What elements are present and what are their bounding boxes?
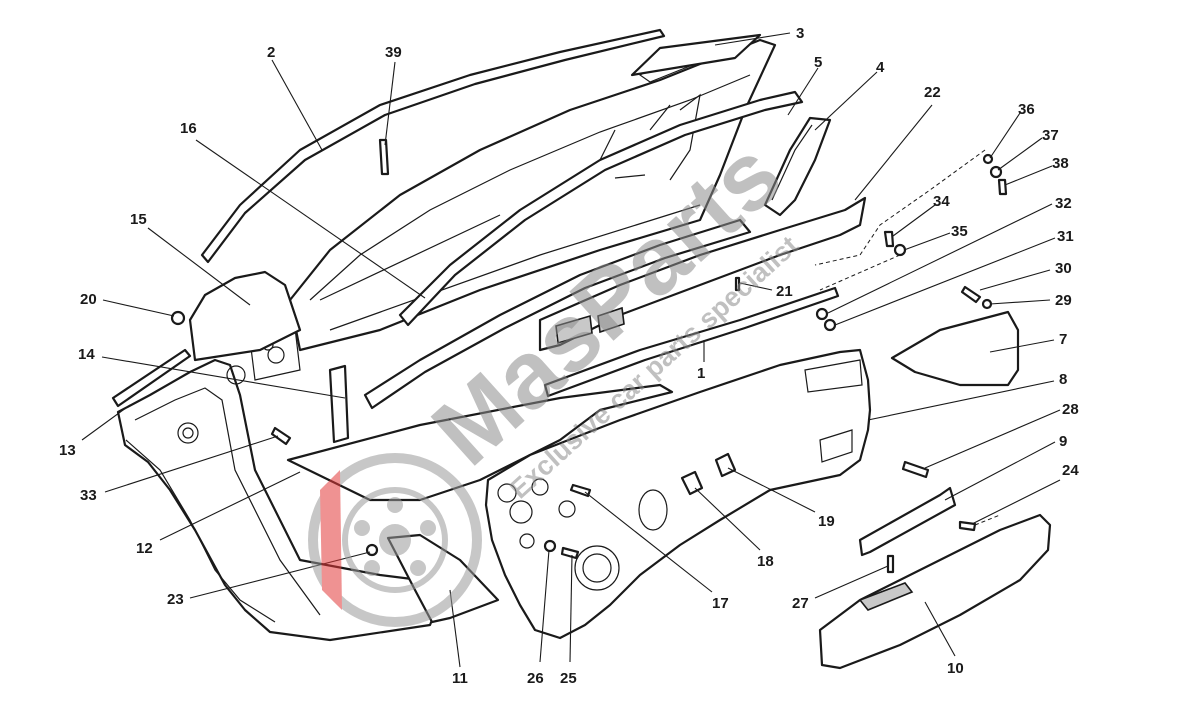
label-31: 31 [1057, 228, 1074, 245]
label-27: 27 [792, 595, 809, 612]
label-14: 14 [78, 346, 95, 363]
part-8-door-panel [484, 348, 872, 640]
part-9-bracket [858, 486, 957, 557]
label-15: 15 [130, 211, 147, 228]
part-2-upper-seal [200, 28, 666, 264]
label-32: 32 [1055, 195, 1072, 212]
label-7: 7 [1059, 331, 1067, 348]
label-29: 29 [1055, 292, 1072, 309]
part-13-sill-strip [111, 348, 192, 408]
label-22: 22 [924, 84, 941, 101]
label-37: 37 [1042, 127, 1059, 144]
leader-lines [81, 32, 1061, 668]
fasteners [170, 138, 1008, 574]
label-9: 9 [1059, 433, 1067, 450]
label-18: 18 [757, 553, 774, 570]
label-16: 16 [180, 120, 197, 137]
part-12-triangle-trim [286, 383, 674, 502]
part-16-glass-run [398, 90, 804, 327]
part-1-trim-strip [543, 286, 840, 398]
label-30: 30 [1055, 260, 1072, 277]
label-2: 2 [267, 44, 275, 61]
label-11: 11 [452, 670, 468, 687]
label-35: 35 [951, 223, 968, 240]
label-36: 36 [1018, 101, 1035, 118]
part-14-post [328, 364, 350, 444]
label-13: 13 [59, 442, 76, 459]
part-number-labels: 1 2 3 4 5 7 8 9 10 11 12 13 14 15 16 17 … [59, 25, 1079, 687]
label-38: 38 [1052, 155, 1069, 172]
label-39: 39 [385, 44, 402, 61]
part-19-switch [714, 452, 737, 478]
label-10: 10 [947, 660, 964, 677]
label-4: 4 [876, 59, 885, 76]
label-28: 28 [1062, 401, 1079, 418]
label-20: 20 [80, 291, 97, 308]
part-4-pillar-trim [763, 116, 832, 217]
label-26: 26 [527, 670, 544, 687]
label-1: 1 [697, 365, 705, 382]
part-18-switch [680, 470, 704, 496]
label-17: 17 [712, 595, 729, 612]
part-11-corner-trim [386, 533, 500, 624]
label-3: 3 [796, 25, 804, 42]
label-23: 23 [167, 591, 184, 608]
label-24: 24 [1062, 462, 1079, 479]
label-19: 19 [818, 513, 835, 530]
part-15-mirror [188, 270, 302, 362]
window-glass [288, 33, 777, 352]
part-7-armrest-pad [890, 310, 1020, 387]
label-33: 33 [80, 487, 97, 504]
part-10-pull-handle [818, 513, 1052, 670]
label-25: 25 [560, 670, 577, 687]
watermark-logo [308, 453, 482, 627]
label-8: 8 [1059, 371, 1067, 388]
part-5-belt-strip [363, 218, 752, 410]
label-21: 21 [776, 283, 793, 300]
label-5: 5 [814, 54, 822, 71]
part-22-trim-rail [538, 196, 867, 352]
label-12: 12 [136, 540, 153, 557]
label-34: 34 [933, 193, 950, 210]
